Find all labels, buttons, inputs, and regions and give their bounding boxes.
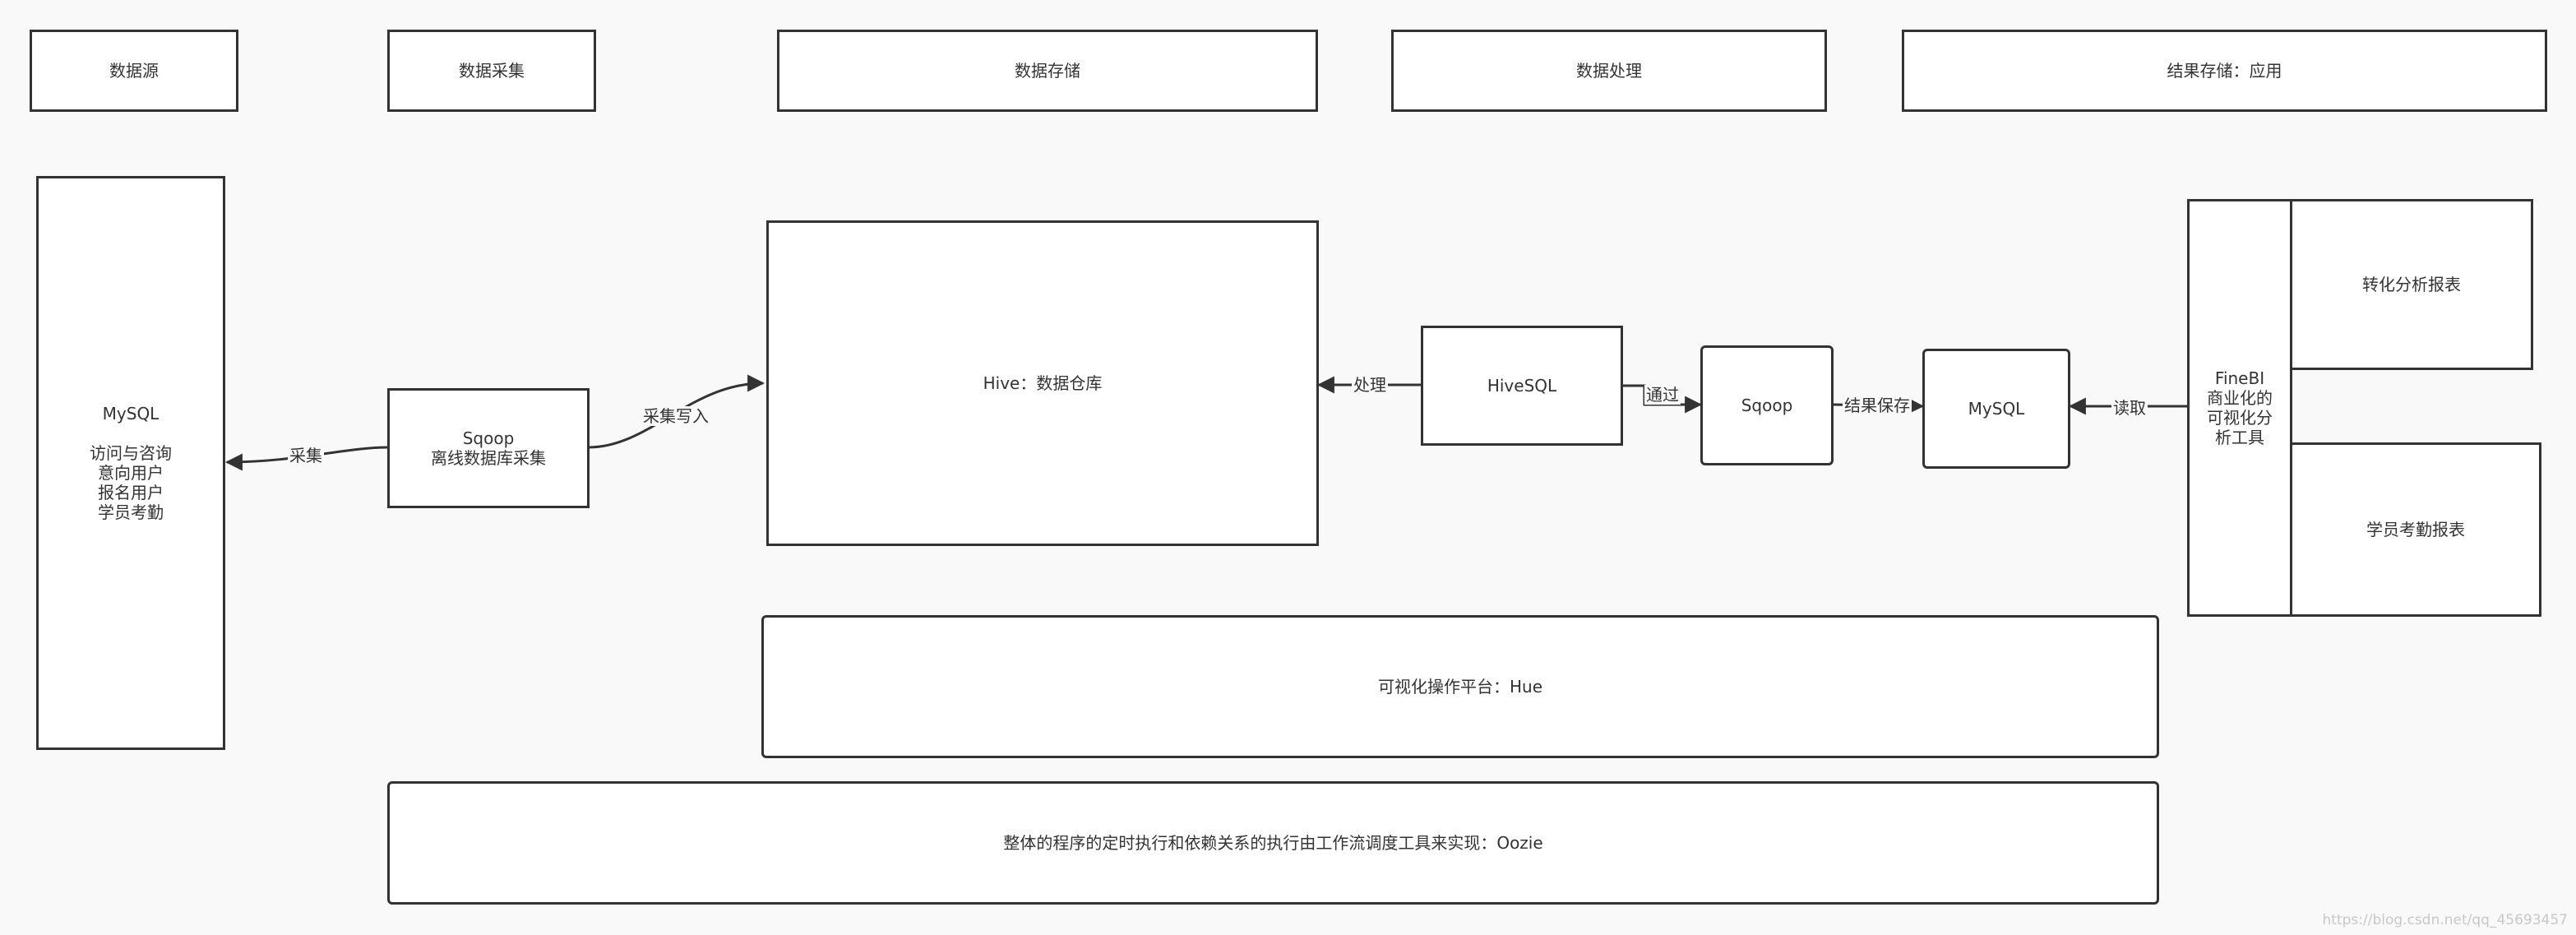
node-hivesql: HiveSQL [1421, 326, 1623, 446]
edge-label-collect: 采集 [288, 446, 324, 465]
node-sqoop-export-label: Sqoop [1741, 396, 1793, 415]
node-sqoop-collect-subtitle: 离线数据库采集 [431, 448, 546, 468]
node-sqoop-collect: Sqoop 离线数据库采集 [387, 388, 590, 508]
node-finebi-line: FineBI [2214, 368, 2265, 388]
header-data-collection: 数据采集 [387, 30, 596, 112]
node-oozie-scheduler-label: 整体的程序的定时执行和依赖关系的执行由工作流调度工具来实现：Oozie [1003, 833, 1543, 853]
node-report-conversion: 转化分析报表 [2290, 199, 2533, 370]
node-finebi-line: 可视化分 [2207, 408, 2273, 428]
node-mysql-result-label: MySQL [1968, 399, 2025, 419]
node-report-attendance: 学员考勤报表 [2290, 442, 2541, 617]
header-data-storage: 数据存储 [777, 30, 1318, 112]
edge-label-read: 读取 [2111, 398, 2148, 418]
header-data-collection-label: 数据采集 [459, 61, 525, 81]
edge-label-process: 处理 [1352, 375, 1388, 395]
node-oozie-scheduler: 整体的程序的定时执行和依赖关系的执行由工作流调度工具来实现：Oozie [387, 781, 2159, 905]
header-data-processing-label: 数据处理 [1576, 61, 1642, 81]
node-mysql-source-line: 学员考勤 [98, 502, 164, 522]
header-data-source-label: 数据源 [109, 61, 159, 81]
node-mysql-source-line: 意向用户 [98, 463, 164, 483]
node-mysql-result: MySQL [1922, 349, 2070, 469]
edge-label-result-save: 结果保存 [1843, 396, 1912, 415]
node-sqoop-export: Sqoop [1700, 345, 1834, 465]
header-data-storage-label: 数据存储 [1015, 61, 1080, 81]
header-data-processing: 数据处理 [1391, 30, 1827, 112]
node-finebi-line: 析工具 [2215, 428, 2264, 447]
node-report-conversion-label: 转化分析报表 [2362, 275, 2461, 294]
header-data-source: 数据源 [30, 30, 238, 112]
node-hive-warehouse-label: Hive：数据仓库 [983, 373, 1103, 393]
watermark-text: https://blog.csdn.net/qq_45693457 [2322, 912, 2568, 928]
node-mysql-source: MySQL 访问与咨询 意向用户 报名用户 学员考勤 [36, 176, 225, 750]
edge-label-via: 通过 [1644, 385, 1681, 405]
node-sqoop-collect-title: Sqoop [462, 428, 515, 448]
node-report-attendance-label: 学员考勤报表 [2366, 520, 2465, 539]
header-result-storage: 结果存储：应用 [1902, 30, 2547, 112]
edge-label-collect-write: 采集写入 [641, 406, 710, 426]
node-hue-platform-label: 可视化操作平台：Hue [1377, 677, 1543, 697]
node-hue-platform: 可视化操作平台：Hue [761, 615, 2159, 758]
header-result-storage-label: 结果存储：应用 [2167, 61, 2282, 81]
node-mysql-source-line: 访问与咨询 [90, 443, 172, 463]
node-finebi-line: 商业化的 [2207, 388, 2273, 408]
node-mysql-source-line: 报名用户 [98, 483, 164, 502]
node-finebi: FineBI 商业化的 可视化分 析工具 [2187, 199, 2292, 617]
node-mysql-source-title: MySQL [102, 404, 160, 424]
node-hive-warehouse: Hive：数据仓库 [766, 220, 1319, 546]
node-hivesql-label: HiveSQL [1487, 376, 1557, 396]
